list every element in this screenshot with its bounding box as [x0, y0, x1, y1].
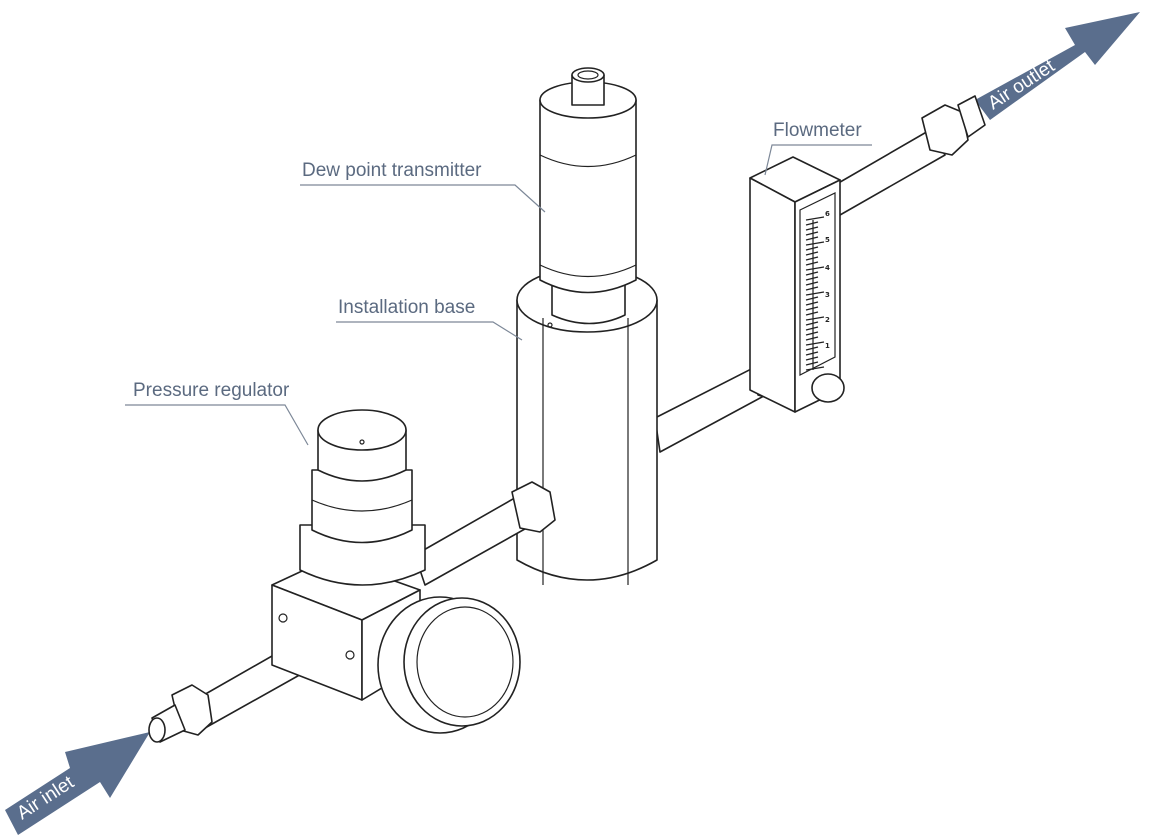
air-inlet-arrow: Air inlet [5, 732, 150, 835]
scale-tick [805, 301, 819, 306]
label-text: Installation base [338, 297, 475, 318]
scale-tick [805, 286, 819, 291]
label-flowmeter: Flowmeter [764, 120, 872, 176]
scale-tick [805, 281, 819, 286]
label-installation-base: Installation base [336, 297, 523, 341]
scale-1: 1 [825, 342, 830, 350]
scale-tick [805, 291, 825, 296]
scale-tick [805, 266, 825, 271]
scale-tick [805, 341, 825, 346]
label-dew-point-transmitter: Dew point transmitter [300, 160, 546, 213]
scale-6: 6 [825, 210, 830, 218]
scale-3: 3 [825, 291, 830, 299]
scale-4: 4 [825, 264, 830, 272]
air-outlet-label: Air outlet [984, 55, 1059, 114]
label-text: Pressure regulator [133, 380, 290, 401]
scale-tick [805, 356, 819, 361]
scale-tick [805, 231, 819, 236]
scale-tick [805, 256, 819, 261]
scale-5: 5 [825, 236, 830, 244]
scale-tick [805, 246, 819, 251]
scale-tick [805, 346, 819, 351]
scale-tick [805, 296, 819, 301]
label-text: Flowmeter [773, 120, 862, 141]
scale-tick [805, 331, 819, 336]
flowmeter: 6 5 4 3 2 1 [749, 156, 845, 413]
scale-tick [805, 366, 825, 371]
scale-tick [805, 241, 825, 246]
scale-tick [805, 351, 819, 356]
scale-2: 2 [825, 316, 830, 324]
regulator-outlet-pipe [414, 481, 556, 586]
label-pressure-regulator: Pressure regulator [125, 380, 309, 446]
dew-point-transmitter [539, 67, 637, 325]
scale-tick [805, 261, 819, 266]
scale-tick [805, 251, 819, 256]
scale-tick [805, 271, 819, 276]
scale-tick [805, 216, 825, 221]
scale-tick [805, 316, 825, 321]
scale-tick [805, 321, 819, 326]
scale-tick [805, 361, 819, 366]
scale-tick [805, 226, 819, 231]
scale-tick [805, 336, 819, 341]
label-text: Dew point transmitter [302, 160, 482, 181]
flowmeter-scale: 6 5 4 3 2 1 [805, 210, 830, 371]
outlet-pipe [834, 95, 986, 216]
scale-tick [805, 306, 819, 311]
scale-tick [805, 311, 819, 316]
scale-tick [805, 326, 819, 331]
pressure-gauge [377, 596, 521, 734]
air-outlet-arrow: Air outlet [975, 12, 1140, 120]
scale-tick [805, 236, 819, 241]
flowmeter-valve-knob [811, 373, 845, 403]
scale-tick [805, 221, 819, 226]
scale-tick [805, 276, 819, 281]
